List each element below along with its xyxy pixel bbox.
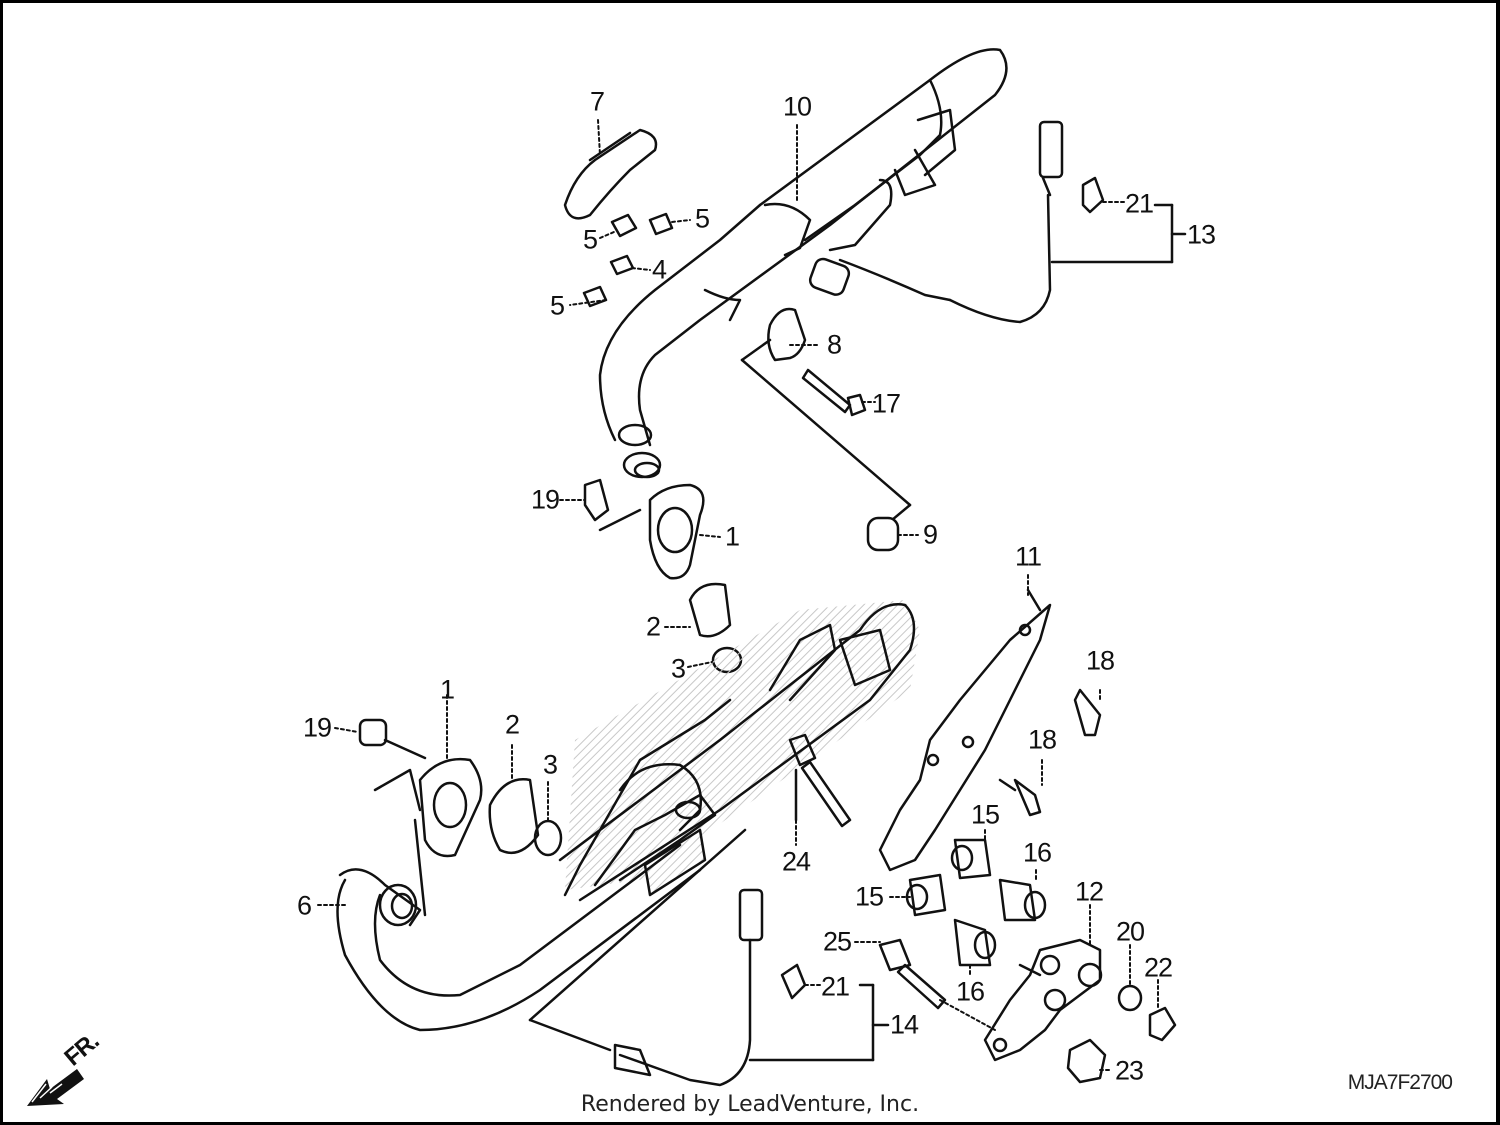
callout-18b: 18 [1027,724,1057,755]
callout-3-top: 3 [670,653,686,684]
o2-sensor-part-13 [808,120,1187,324]
callout-7: 7 [589,86,605,117]
callout-21-bottom: 21 [820,971,850,1002]
callout-20: 20 [1115,916,1145,947]
callout-18a: 18 [1085,645,1115,676]
callout-3-left: 3 [542,749,558,780]
callout-16a: 16 [1022,837,1052,868]
callout-4: 4 [651,254,667,285]
heat-shield-part-7 [563,128,658,220]
footrest-bracket-part-12 [983,938,1103,1062]
front-direction-arrow-icon [27,1069,84,1106]
spacers-15-16 [905,838,1047,967]
o2-sensor-part-14 [528,828,890,1087]
callout-5c: 5 [549,290,565,321]
callout-16b: 16 [955,976,985,1007]
callout-5a: 5 [582,224,598,255]
front-exhaust-pipe-part-6 [336,843,702,1032]
callout-2-left: 2 [504,709,520,740]
render-credit: Rendered by LeadVenture, Inc. [580,1092,920,1117]
callout-5b: 5 [694,203,710,234]
bolt-part-25 [878,938,947,1010]
upper-exhaust-pipe [598,48,1008,479]
callout-15b: 15 [854,881,884,912]
washer-nuts-20-22-23 [1066,984,1177,1084]
callout-1-left: 1 [439,674,455,705]
callout-6: 6 [296,890,312,921]
callout-17: 17 [871,388,901,419]
callout-15a: 15 [970,799,1000,830]
flange-gasket-part-1-left [358,718,483,917]
callout-23: 23 [1114,1055,1144,1086]
callout-10: 10 [782,91,812,122]
leader-lines [317,119,1159,1071]
callout-8: 8 [826,329,842,360]
callout-25: 25 [822,926,852,957]
callout-9: 9 [922,519,938,550]
bolt-part-24 [788,733,852,828]
rubber-damper-part-9 [866,516,900,552]
callout-19-left: 19 [302,712,332,743]
callout-1-top: 1 [724,521,740,552]
bracket-part-11 [878,588,1102,872]
collar-ring-left [488,778,563,857]
callout-22: 22 [1143,952,1173,983]
flange-gasket-part-1-top [583,478,705,580]
diagram-code: MJA7F2700 [1347,1071,1453,1094]
callout-2-top: 2 [645,611,661,642]
callout-12: 12 [1074,876,1104,907]
callout-13: 13 [1186,219,1216,250]
callout-21-top: 21 [1124,188,1154,219]
callout-14: 14 [889,1009,919,1040]
callout-19-top: 19 [530,484,560,515]
lower-muffler-assembly [558,600,920,902]
callout-11: 11 [1014,541,1042,572]
callout-24: 24 [781,846,811,877]
clamp-and-bolt-8-17 [740,307,912,532]
